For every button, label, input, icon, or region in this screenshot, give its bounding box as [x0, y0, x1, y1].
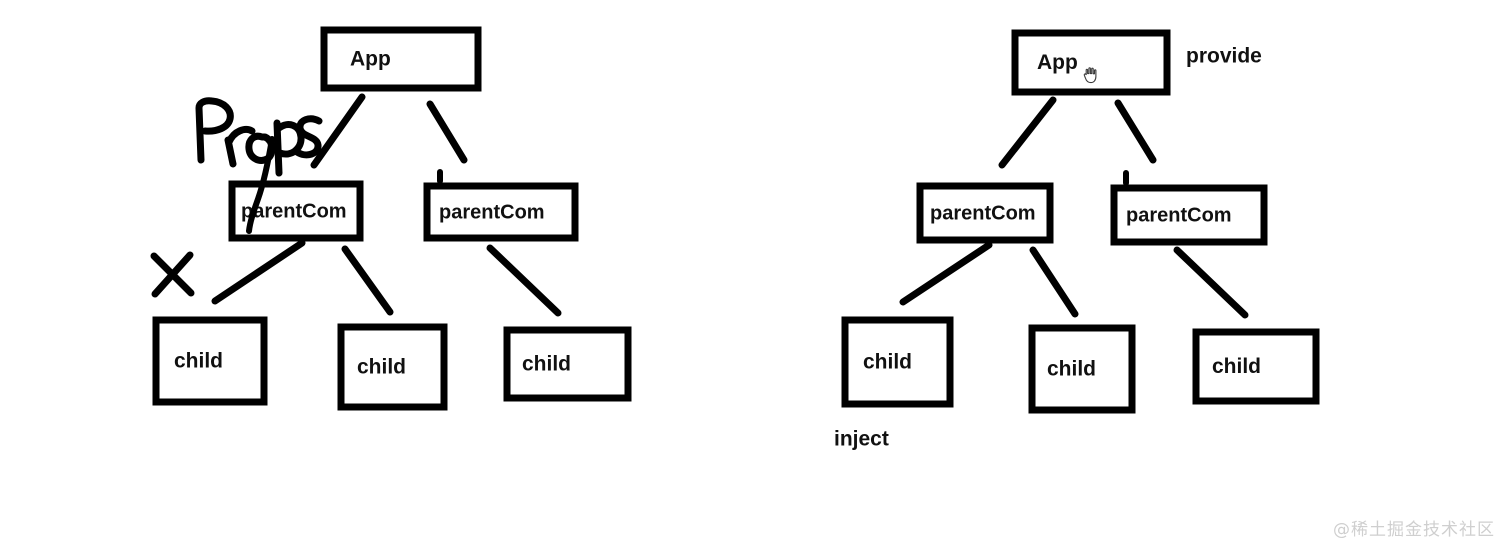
props-handwritten-annotation [195, 97, 323, 234]
right-node-child-1[interactable]: child [841, 316, 954, 408]
right-node-child-2-label: child [1047, 358, 1096, 381]
left-connector-parent2-to-child3 [486, 244, 562, 317]
provide-label: provide [1186, 45, 1262, 68]
right-node-parentcom-1[interactable]: parentCom [916, 182, 1054, 244]
left-node-child-3[interactable]: child [503, 326, 632, 402]
left-node-child-1-label: child [174, 350, 223, 373]
left-node-parentcom-1[interactable]: parentCom [228, 180, 364, 242]
left-node-parentcom-1-label: parentCom [241, 200, 347, 222]
left-node-parentcom-2-box [423, 182, 579, 242]
left-node-child-1[interactable]: child [152, 316, 268, 406]
left-node-parentcom-1-box [228, 180, 364, 242]
left-node-child-3-label: child [522, 353, 571, 376]
site-watermark: @稀土掘金技术社区 [1333, 520, 1495, 540]
cross-mark-icon [150, 251, 195, 298]
left-connector-parent1-to-child2 [341, 245, 394, 316]
left-node-app[interactable]: App [320, 26, 482, 92]
right-connector-parent2-to-child3 [1173, 246, 1249, 319]
right-node-child-1-box [841, 316, 954, 408]
right-node-parentcom-2-label: parentCom [1126, 204, 1232, 226]
left-node-parentcom-2[interactable]: parentCom [423, 182, 579, 242]
left-node-child-2[interactable]: child [337, 323, 448, 411]
right-node-parentcom-1-label: parentCom [930, 202, 1036, 224]
right-node-app[interactable]: App [1011, 29, 1171, 96]
right-connector-parent1-to-child1 [899, 241, 993, 306]
right-connector-parent1-to-child2 [1029, 246, 1079, 318]
right-node-parentcom-2-box [1110, 184, 1268, 246]
right-connector-app-to-parent2 [1114, 99, 1157, 164]
right-node-app-label: App [1037, 51, 1078, 74]
right-node-child-2-box [1028, 324, 1136, 414]
left-node-parentcom-2-label: parentCom [439, 201, 545, 223]
right-node-parentcom-2[interactable]: parentCom [1110, 184, 1268, 246]
left-connector-app-to-parent1 [310, 93, 366, 169]
left-node-app-box [320, 26, 482, 92]
right-node-app-box [1011, 29, 1171, 96]
left-node-child-2-label: child [357, 356, 406, 379]
left-connector-app-to-parent2 [426, 100, 468, 164]
right-tree-provide-inject: App parentCom parentCom child child [834, 29, 1320, 451]
left-tree-props: App parentCom parentCom child child [150, 26, 632, 411]
left-node-child-1-box [152, 316, 268, 406]
right-node-parentcom-1-box [916, 182, 1054, 244]
left-node-app-label: App [350, 48, 391, 71]
left-node-child-3-box [503, 326, 632, 402]
right-node-child-3[interactable]: child [1192, 328, 1320, 405]
right-node-child-2[interactable]: child [1028, 324, 1136, 414]
right-connector-app-to-parent1 [998, 96, 1057, 169]
left-connector-parent1-to-child1 [211, 239, 306, 305]
right-node-child-3-box [1192, 328, 1320, 405]
inject-label: inject [834, 428, 889, 451]
left-node-child-2-box [337, 323, 448, 411]
right-node-child-1-label: child [863, 351, 912, 374]
right-node-child-3-label: child [1212, 355, 1261, 378]
